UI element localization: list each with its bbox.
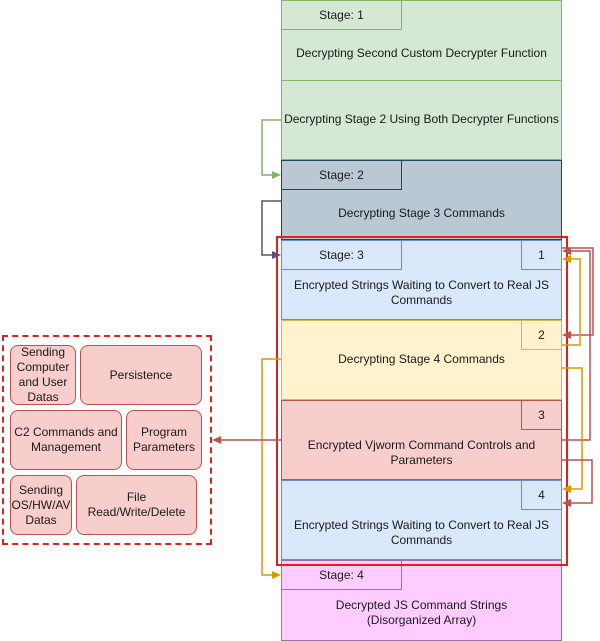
arrow-section2-to-stage4: [261, 358, 281, 576]
stage3-section3: [281, 400, 562, 480]
stage1-row2: Decrypting Stage 2 Using Both Decrypter …: [284, 111, 559, 126]
section3-text: Encrypted Vjworm Command Controls and Pa…: [307, 438, 536, 467]
stage1-row1: Decrypting Second Custom Decrypter Funct…: [296, 45, 547, 60]
stage3-section2: [281, 320, 562, 400]
arrow-section3-to-section4: [562, 459, 593, 504]
stage1-divider: [281, 80, 562, 81]
arrow-stage1-to-stage2: [261, 119, 281, 176]
cap-persistence: Persistence: [80, 345, 202, 405]
section3-number: 3: [521, 400, 562, 430]
cap-sending-os-data: Sending OS/HW/AV Datas: [10, 475, 72, 535]
stage4-text: Decrypted JS Command Strings (Disorganiz…: [335, 598, 508, 627]
section1-number: 1: [521, 240, 562, 270]
stage3-label: Stage: 3: [281, 240, 402, 270]
stage3-section4: [281, 480, 562, 560]
stage1-label: Stage: 1: [281, 0, 402, 30]
arrow-section2-to-section1: [562, 258, 581, 346]
section2-number: 2: [521, 320, 562, 350]
arrow-stage2-to-stage3: [261, 200, 281, 256]
arrow-section2-to-section4: [562, 367, 583, 490]
stage3-highlight: [276, 236, 568, 566]
section2-text: Decrypting Stage 4 Commands: [338, 351, 505, 366]
section4-number: 4: [521, 480, 562, 510]
stage2-text: Decrypting Stage 3 Commands: [338, 205, 505, 220]
section1-text: Encrypted Strings Waiting to Convert to …: [294, 278, 549, 307]
arrow-section3-to-section1: [562, 250, 591, 441]
stage2-block: [281, 160, 562, 240]
section4-text: Encrypted Strings Waiting to Convert to …: [294, 518, 549, 547]
cap-c2-commands: C2 Commands and Management: [10, 410, 122, 470]
cap-sending-user-data: Sending Computer and User Datas: [10, 345, 76, 405]
arrow-section1-to-section2: [562, 247, 594, 336]
cap-program-parameters: Program Parameters: [126, 410, 202, 470]
stage2-label: Stage: 2: [281, 160, 402, 190]
capabilities-group: [2, 335, 212, 545]
cap-file-rw: File Read/Write/Delete: [76, 475, 197, 535]
